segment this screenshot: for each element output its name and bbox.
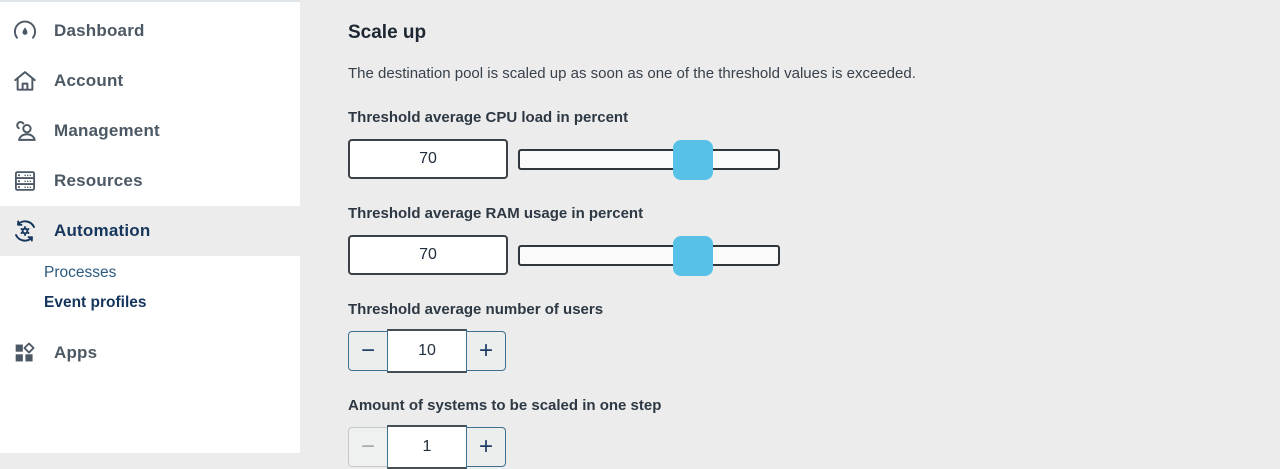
page-title: Scale up xyxy=(348,22,427,43)
sidebar-item-dashboard[interactable]: Dashboard xyxy=(0,6,300,56)
people-icon xyxy=(12,118,38,144)
users-stepper: − + xyxy=(348,329,506,373)
sidebar: Dashboard Account Management xyxy=(0,0,300,453)
ram-threshold-label: Threshold average RAM usage in percent xyxy=(348,205,644,222)
home-icon xyxy=(12,68,38,94)
ram-threshold-row xyxy=(348,233,1280,277)
sidebar-item-label: Dashboard xyxy=(54,21,145,40)
systems-step-label: Amount of systems to be scaled in one st… xyxy=(348,397,662,414)
automation-gear-icon xyxy=(12,218,38,244)
sidebar-item-label: Resources xyxy=(54,171,143,190)
cpu-threshold-input[interactable] xyxy=(348,139,508,179)
ram-threshold-slider[interactable] xyxy=(518,235,780,276)
sidebar-item-label: Management xyxy=(54,121,160,140)
stepper-minus-button[interactable]: − xyxy=(348,331,388,371)
page-description: The destination pool is scaled up as soo… xyxy=(348,65,916,82)
stepper-minus-button[interactable]: − xyxy=(348,427,388,467)
cpu-threshold-slider[interactable] xyxy=(518,139,780,180)
sidebar-item-account[interactable]: Account xyxy=(0,56,300,106)
slider-thumb[interactable] xyxy=(673,235,713,276)
users-stepper-input[interactable] xyxy=(387,329,467,373)
systems-stepper-input[interactable] xyxy=(387,425,467,469)
systems-stepper: − + xyxy=(348,425,506,469)
stepper-plus-button[interactable]: + xyxy=(466,331,506,371)
cpu-threshold-row xyxy=(348,137,1280,181)
systems-step-row: − + xyxy=(348,425,1280,469)
stepper-plus-button[interactable]: + xyxy=(466,427,506,467)
sub-item-label: Processes xyxy=(44,264,117,281)
sidebar-item-automation[interactable]: Automation xyxy=(0,206,300,256)
sidebar-item-management[interactable]: Management xyxy=(0,106,300,156)
sidebar-subitem-event-profiles[interactable]: Event profiles xyxy=(0,288,300,318)
sidebar-item-label: Apps xyxy=(54,343,98,362)
sidebar-item-resources[interactable]: Resources xyxy=(0,156,300,206)
apps-icon xyxy=(12,340,38,366)
users-threshold-row: − + xyxy=(348,329,1280,373)
sub-item-label: Event profiles xyxy=(44,294,147,311)
gauge-icon xyxy=(12,18,38,44)
sidebar-item-apps[interactable]: Apps xyxy=(0,328,300,378)
main-content: Scale up The destination pool is scaled … xyxy=(300,0,1280,469)
sidebar-item-label: Account xyxy=(54,71,124,90)
slider-thumb[interactable] xyxy=(673,139,713,180)
cpu-threshold-label: Threshold average CPU load in percent xyxy=(348,109,629,126)
automation-sub-menu: Processes Event profiles xyxy=(0,256,300,324)
sidebar-item-label: Automation xyxy=(54,221,151,240)
server-icon xyxy=(12,168,38,194)
ram-threshold-input[interactable] xyxy=(348,235,508,275)
users-threshold-label: Threshold average number of users xyxy=(348,301,604,318)
sidebar-subitem-processes[interactable]: Processes xyxy=(0,258,300,288)
